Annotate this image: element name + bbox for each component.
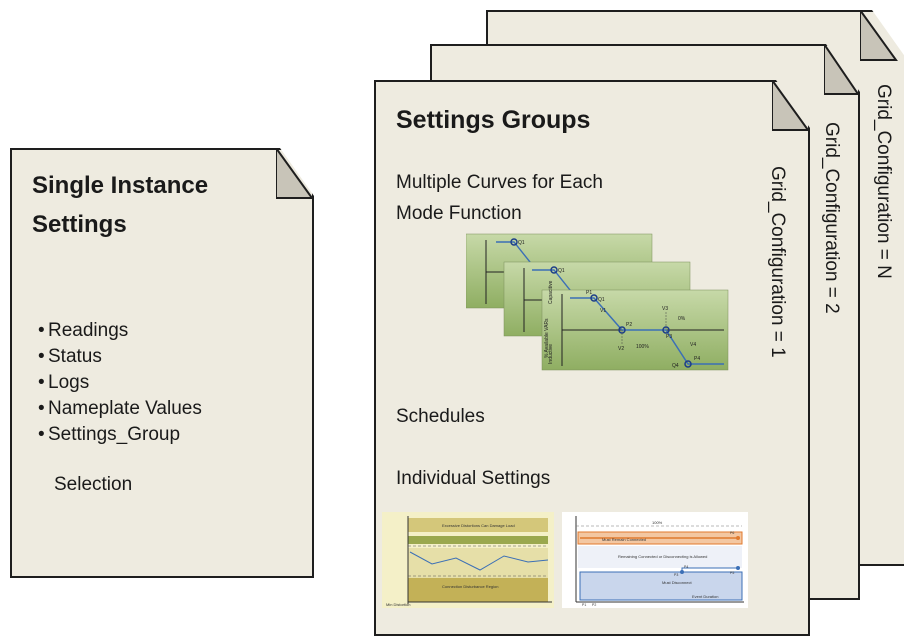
curve-v1: V1 — [600, 308, 606, 314]
list-item-nameplate: Nameplate Values — [38, 396, 202, 422]
curve-pct: 100% — [636, 344, 649, 350]
single-instance-list: Readings Status Logs Nameplate Values Se… — [38, 318, 202, 448]
rt-right-p2: P2 — [592, 603, 596, 607]
rt-right-p3: P3 — [674, 573, 678, 577]
curve-thumb-front: Capacitive Inductive % Available VARs Q1… — [541, 280, 729, 371]
volt-var-curve-stack: Q1 Q1 Capacitive Inductive % Available V… — [466, 233, 729, 371]
curve-q4: Q4 — [672, 363, 679, 369]
rt-right-p6: P6 — [730, 531, 734, 535]
grid-config-n-label: Grid_Configuration = N — [873, 84, 894, 279]
individual-settings-label: Individual Settings — [396, 468, 551, 489]
rt-right-band2: Remaining Connected or Disconnecting is … — [618, 554, 707, 559]
curve-q1: Q1 — [598, 297, 605, 303]
curve-y-bottom: Inductive — [548, 344, 554, 364]
svg-text:Q1: Q1 — [558, 268, 565, 274]
rt-right-p5: P5 — [730, 571, 734, 575]
rt-left-mid-label: Connection Disturbance Region — [442, 584, 498, 589]
fold-corner-icon — [824, 44, 860, 95]
rt-right-p4: P4 — [684, 565, 688, 569]
schedules-label: Schedules — [396, 406, 485, 427]
curve-v2: V2 — [618, 346, 624, 352]
curve-y-top: Capacitive — [548, 280, 554, 304]
curves-text-line2: Mode Function — [396, 203, 522, 224]
fold-corner-icon — [860, 10, 898, 61]
curves-text-line1: Multiple Curves for Each — [396, 172, 603, 193]
rt-right-band1: Must Remain Connected — [602, 537, 646, 542]
settings-groups-title: Settings Groups — [396, 106, 591, 134]
grid-config-1-label: Grid_Configuration = 1 — [767, 166, 788, 358]
curve-y-axis: % Available VARs — [544, 318, 550, 358]
curve-zero-pct: 0% — [678, 316, 686, 322]
grid-config-2-label: Grid_Configuration = 2 — [821, 122, 842, 314]
rt-left-top-label: Excessive Distortions Can Damage Load — [442, 523, 515, 528]
curve-p3: P3 — [666, 334, 672, 340]
rt-right-band3: Must Disconnect — [662, 580, 692, 585]
fold-corner-icon — [276, 148, 314, 199]
ride-through-chart-left: Excessive Distortions Can Damage Load Co… — [382, 512, 554, 608]
rt-right-top: 100% — [652, 520, 663, 525]
curve-p4: P4 — [694, 356, 700, 362]
list-item-readings: Readings — [38, 318, 202, 344]
single-instance-title-2: Settings — [32, 211, 127, 238]
rt-right-axis: Event Duration — [692, 594, 718, 599]
ride-through-chart-right: 100% Must Remain Connected Remaining Con… — [562, 512, 748, 608]
list-item-status: Status — [38, 344, 202, 370]
list-item-settings-group: Settings_Group — [38, 422, 202, 448]
single-instance-title-1: Single Instance — [32, 172, 209, 199]
curve-v4: V4 — [690, 342, 696, 348]
curve-v3: V3 — [662, 306, 668, 312]
svg-text:Q1: Q1 — [518, 240, 525, 246]
curve-p2: P2 — [626, 322, 632, 328]
fold-corner-icon — [772, 80, 810, 131]
rt-left-bottom-label: Min Distortion — [386, 602, 410, 607]
list-item-logs: Logs — [38, 370, 202, 396]
list-item-settings-group-cont: Selection — [54, 474, 133, 495]
rt-right-p1: P1 — [582, 603, 586, 607]
curve-p1: P1 — [586, 290, 592, 296]
